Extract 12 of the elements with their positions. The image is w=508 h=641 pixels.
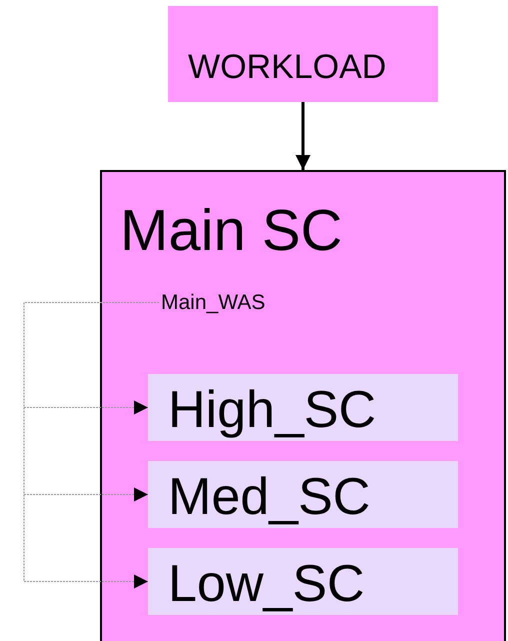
- process-box: [148, 461, 458, 528]
- box-title: Main SC: [120, 202, 342, 260]
- box-label: WORKLOAD: [188, 50, 386, 84]
- box-label: Low_SC: [168, 558, 365, 610]
- process-box: [148, 374, 458, 441]
- box-label: High_SC: [168, 384, 376, 436]
- arrow: [296, 102, 310, 170]
- container-box: [100, 170, 506, 641]
- process-box: [148, 548, 458, 615]
- process-box: [168, 6, 438, 102]
- annotation-text: Main_WAS: [161, 292, 266, 313]
- box-label: Med_SC: [168, 471, 370, 523]
